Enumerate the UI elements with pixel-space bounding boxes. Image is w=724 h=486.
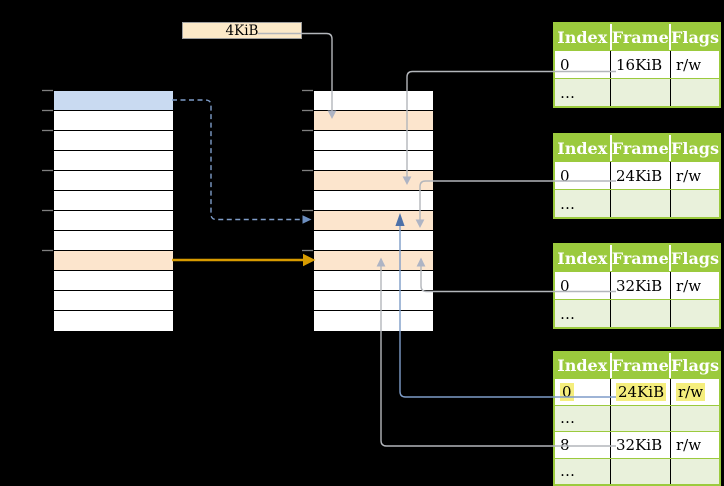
memory-row-white [314, 291, 433, 311]
table-cell: 0 [560, 55, 570, 74]
memory-row-white [314, 311, 433, 331]
table-cell: … [560, 194, 575, 213]
column-header-flags: Flags [669, 135, 719, 161]
page-size-label: 4KiB [182, 22, 302, 39]
column-header-flags: Flags [669, 24, 719, 50]
column-header-frame: Frame [609, 135, 669, 161]
connector-virtual-orange-arrow [172, 253, 316, 267]
memory-row-white [54, 311, 173, 331]
memory-row-white [54, 171, 173, 191]
table-cell: 32KiB [610, 272, 670, 299]
table-cell: r/w [670, 162, 719, 189]
table-cell: 0 [560, 382, 574, 401]
table-cell [610, 458, 670, 484]
table-cell [610, 405, 670, 431]
table-cell: 32KiB [610, 432, 670, 458]
table-cell [610, 190, 670, 217]
table-cell: r/w [670, 51, 719, 78]
memory-row-white [314, 231, 433, 251]
table-cell [670, 190, 719, 217]
column-header-frame: Frame [609, 245, 669, 271]
memory-row-white [314, 91, 433, 111]
column-header-frame: Frame [609, 353, 669, 378]
memory-row-white [54, 231, 173, 251]
table-cell: r/w [670, 432, 719, 458]
table-cell: 0 [560, 276, 570, 295]
memory-row-white [314, 191, 433, 211]
table-row-ellipsis: … [555, 404, 719, 431]
table-row-ellipsis: … [555, 78, 719, 106]
column-header-index: Index [557, 27, 608, 47]
memory-row-white [54, 211, 173, 231]
table-cell: 16KiB [610, 51, 670, 78]
memory-row-white [54, 271, 173, 291]
table-cell: … [560, 409, 575, 428]
table-cell: 0 [560, 166, 570, 185]
memory-row-white [314, 131, 433, 151]
table-cell: r/w [670, 379, 719, 405]
memory-row-white [314, 151, 433, 171]
table-cell: … [560, 462, 575, 481]
memory-row-orange [314, 171, 433, 191]
table-cell [610, 79, 670, 106]
memory-row-blue [54, 91, 173, 111]
table-row-ellipsis: … [555, 189, 719, 217]
memory-row-white [314, 271, 433, 291]
table-cell: 8 [560, 435, 570, 454]
table-cell: 24KiB [610, 379, 670, 405]
column-header-flags: Flags [669, 245, 719, 271]
memory-row-white [54, 111, 173, 131]
memory-row-white [54, 291, 173, 311]
memory-row-white [54, 131, 173, 151]
memory-row-orange [54, 251, 173, 271]
table-cell: r/w [670, 272, 719, 299]
table-cell [670, 458, 719, 484]
table-cell [670, 300, 719, 327]
virtual-memory-column [53, 90, 174, 332]
memory-row-white [54, 191, 173, 211]
memory-row-white [54, 151, 173, 171]
column-header-frame: Frame [609, 24, 669, 50]
column-header-index: Index [557, 138, 608, 158]
table-cell: … [560, 83, 575, 102]
memory-row-orange [314, 111, 433, 131]
physical-memory-column [313, 90, 434, 332]
table-row-ellipsis: … [555, 457, 719, 484]
table-cell: … [560, 304, 575, 323]
page-size-text: 4KiB [225, 22, 259, 39]
column-header-index: Index [557, 356, 608, 375]
connector-virtual-dashed-arrow [172, 99, 312, 224]
column-header-index: Index [557, 248, 608, 268]
table-row-ellipsis: … [555, 299, 719, 327]
table-cell [670, 79, 719, 106]
memory-row-orange [314, 211, 433, 231]
table-cell [670, 405, 719, 431]
memory-row-orange [314, 251, 433, 271]
table-cell: 24KiB [610, 162, 670, 189]
table-cell [610, 300, 670, 327]
column-header-flags: Flags [669, 353, 719, 378]
